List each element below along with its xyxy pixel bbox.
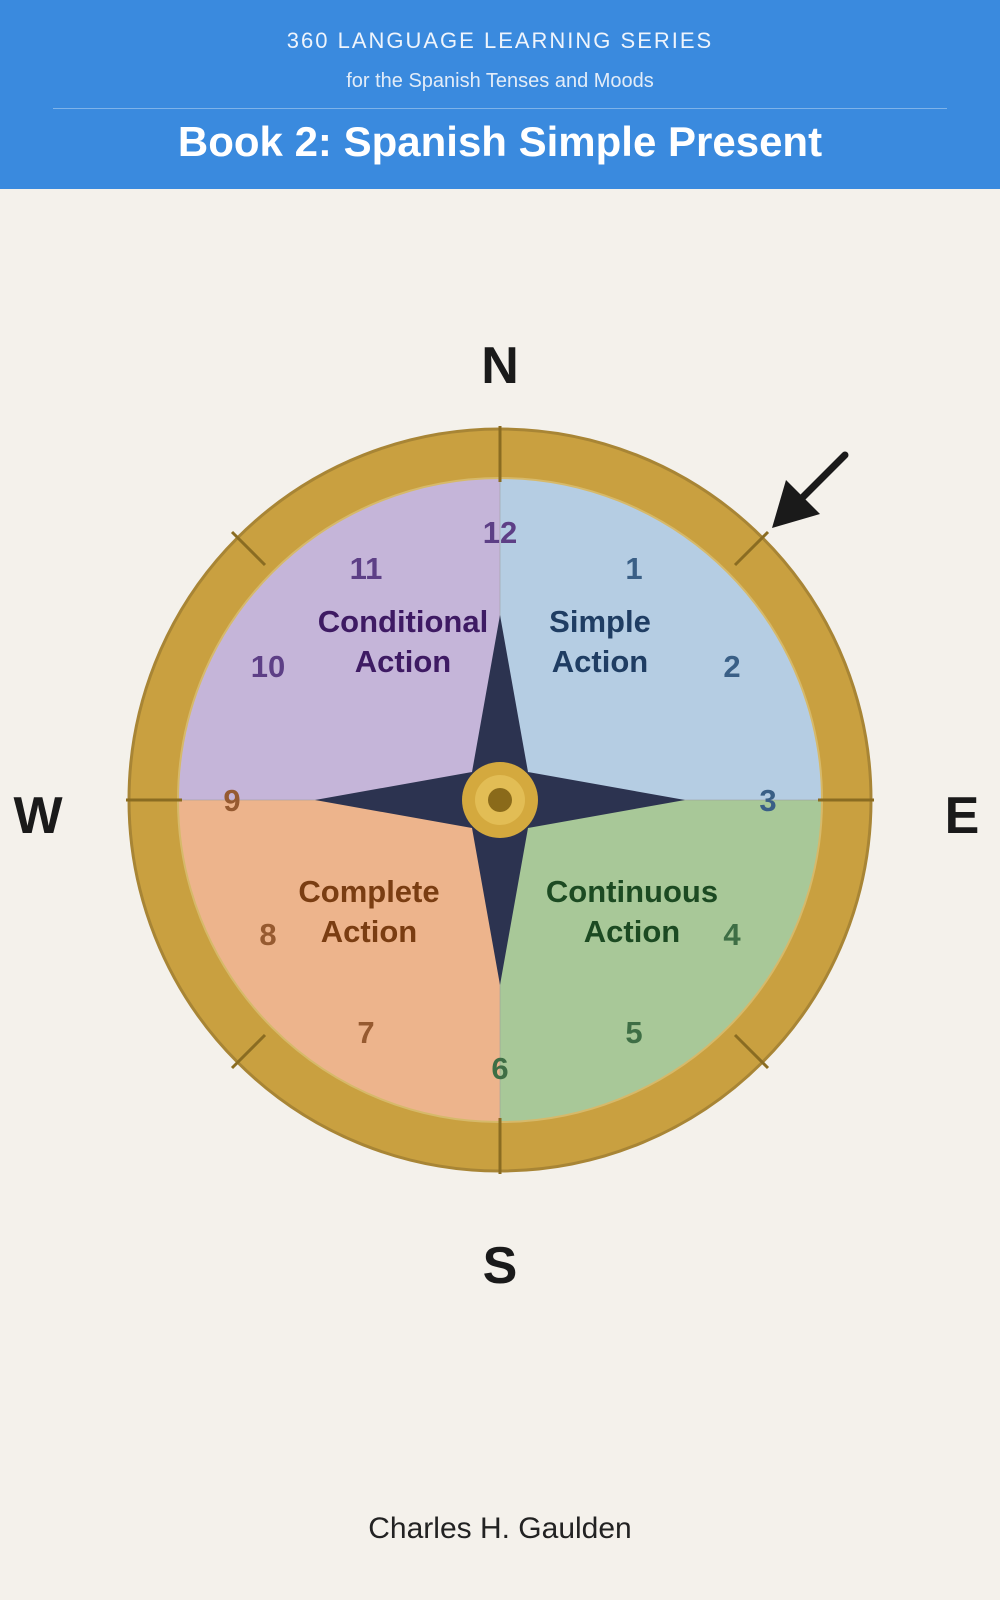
direction-west: W bbox=[13, 787, 63, 845]
direction-east: E bbox=[945, 787, 980, 845]
conditional-label-line2: Action bbox=[355, 644, 451, 679]
compass-diagram: Simple Action Conditional Action Complet… bbox=[13, 337, 980, 1295]
complete-label-line2: Action bbox=[321, 914, 417, 949]
series-name: 360 LANGUAGE LEARNING SERIES bbox=[286, 28, 714, 53]
simple-label-line2: Action bbox=[552, 644, 648, 679]
ring-ticks bbox=[126, 426, 874, 1174]
continuous-label-line1: Continuous bbox=[546, 874, 718, 909]
pointer-arrow-icon bbox=[772, 451, 849, 528]
simple-label-line1: Simple bbox=[549, 604, 651, 639]
continuous-label-line2: Action bbox=[584, 914, 680, 949]
hour-8: 8 bbox=[259, 917, 276, 952]
hour-12: 12 bbox=[483, 515, 517, 550]
complete-label-line1: Complete bbox=[298, 874, 439, 909]
hour-6: 6 bbox=[491, 1051, 508, 1086]
quadrant-simple bbox=[500, 478, 822, 800]
quadrant-continuous bbox=[500, 800, 822, 1122]
hour-1: 1 bbox=[625, 551, 642, 586]
author-name: Charles H. Gaulden bbox=[368, 1512, 632, 1545]
hour-3: 3 bbox=[759, 783, 776, 818]
direction-north: N bbox=[481, 337, 519, 395]
hour-10: 10 bbox=[251, 649, 285, 684]
direction-south: S bbox=[483, 1237, 518, 1295]
quadrant-conditional bbox=[178, 478, 500, 800]
hour-7: 7 bbox=[357, 1015, 374, 1050]
quadrant-complete bbox=[178, 800, 500, 1122]
tick-sw bbox=[230, 1033, 267, 1070]
series-subtitle: for the Spanish Tenses and Moods bbox=[346, 70, 654, 92]
hour-11: 11 bbox=[350, 551, 383, 586]
tick-se bbox=[733, 1033, 770, 1070]
header-divider bbox=[53, 108, 947, 109]
conditional-label-line1: Conditional bbox=[318, 604, 488, 639]
tick-ne bbox=[733, 530, 770, 567]
center-dot bbox=[488, 788, 512, 812]
book-title: Book 2: Spanish Simple Present bbox=[177, 118, 823, 165]
hour-9: 9 bbox=[223, 783, 240, 818]
hour-5: 5 bbox=[625, 1015, 642, 1050]
hour-4: 4 bbox=[723, 917, 741, 952]
cover-header: 360 LANGUAGE LEARNING SERIES for the Spa… bbox=[0, 0, 1000, 189]
hour-2: 2 bbox=[723, 649, 740, 684]
tick-nw bbox=[230, 530, 267, 567]
